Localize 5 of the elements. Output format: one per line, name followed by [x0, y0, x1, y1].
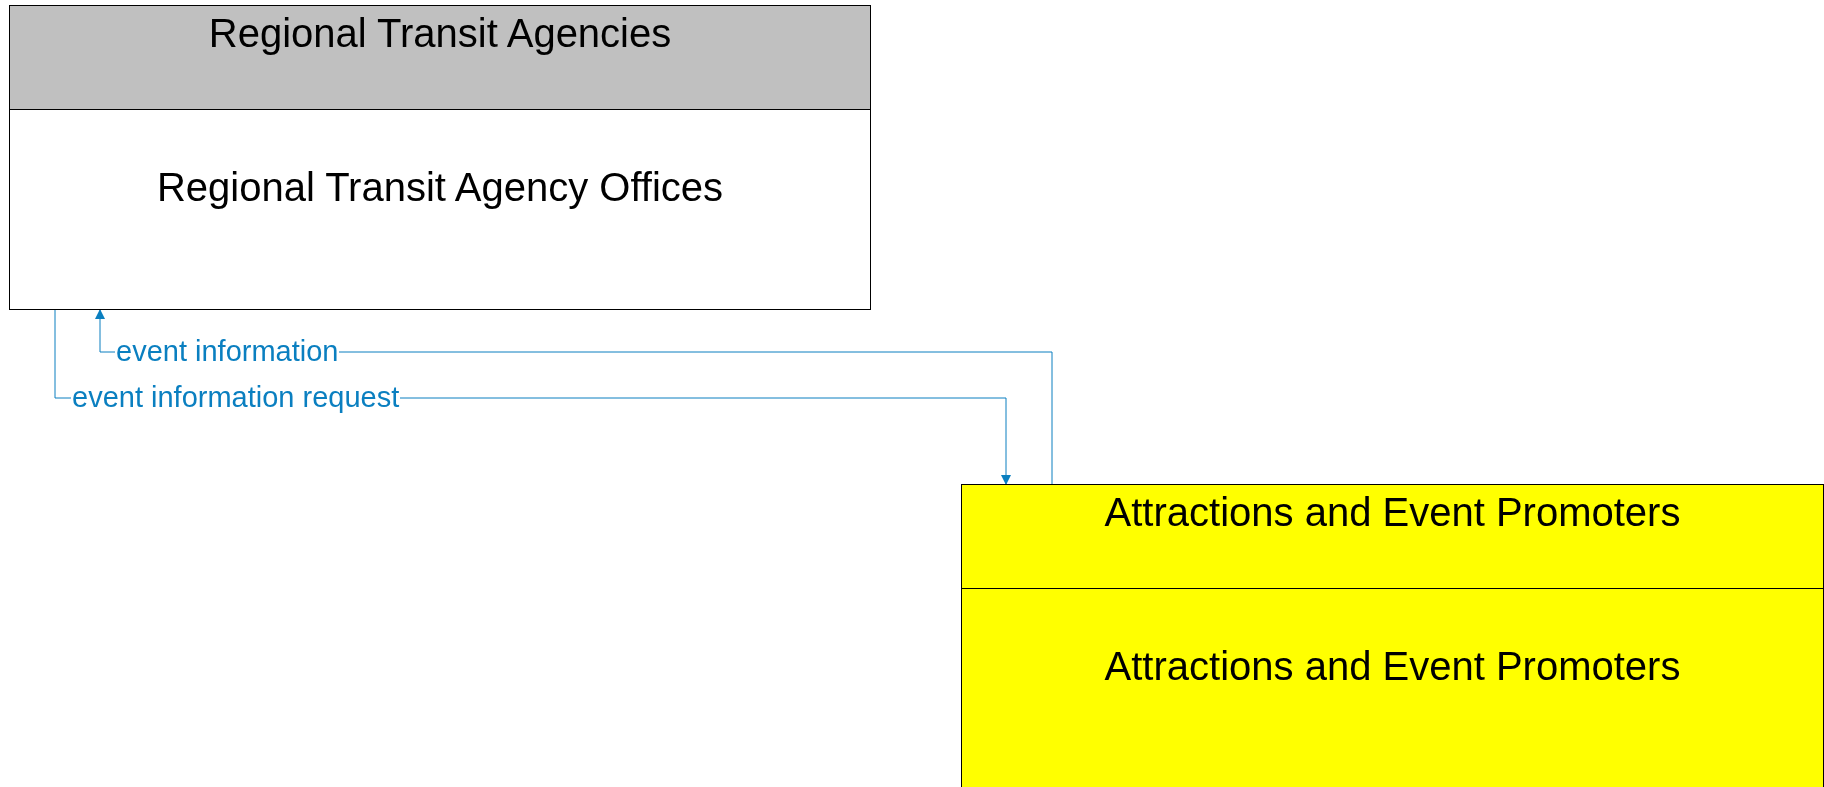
- system-box: [9, 5, 871, 310]
- element-label: Attractions and Event Promoters: [962, 589, 1823, 787]
- system-box: [961, 484, 1824, 787]
- element-label: Regional Transit Agency Offices: [10, 110, 870, 309]
- box-header: Regional Transit Agencies: [10, 6, 870, 110]
